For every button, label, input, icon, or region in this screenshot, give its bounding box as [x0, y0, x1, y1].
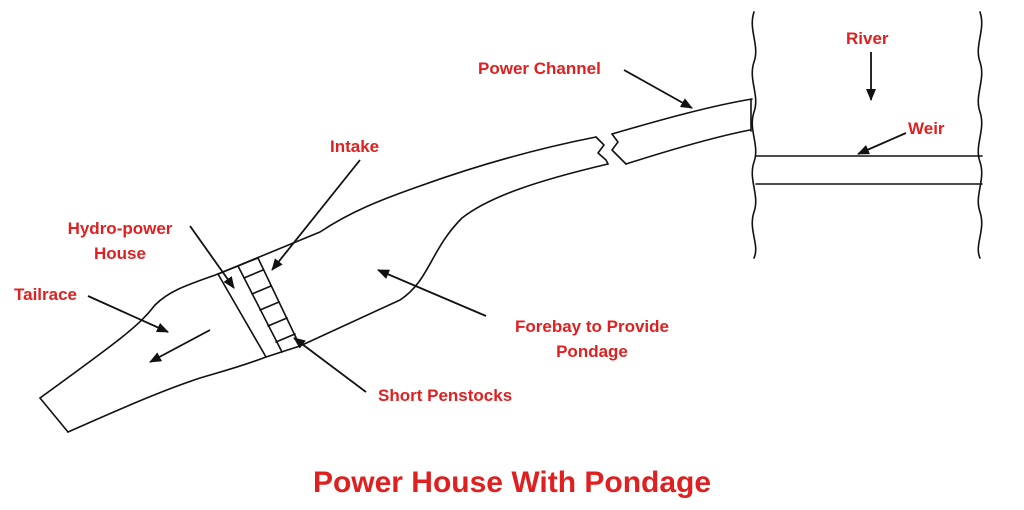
label-short-penstocks: Short Penstocks	[378, 386, 513, 405]
label-hydro-power-house-line1: Hydro-power	[67, 219, 173, 238]
river-right-bank	[977, 11, 983, 259]
penstock-bar-4	[267, 317, 288, 327]
forebay-upper-edge	[217, 136, 597, 275]
label-weir: Weir	[908, 119, 945, 138]
power-channel-upper-edge	[611, 98, 753, 135]
arrow-tailrace	[87, 295, 169, 333]
arrow-intake	[271, 159, 361, 271]
label-intake: Intake	[330, 137, 380, 156]
penstock-bar-5	[275, 333, 296, 343]
penstock-divider	[237, 265, 283, 353]
arrow-short-penstocks	[293, 337, 367, 393]
arrow-weir	[857, 132, 907, 155]
break-mark-right	[611, 133, 627, 165]
river-left-bank	[751, 11, 757, 259]
arrow-power-channel	[623, 69, 693, 109]
tailrace-lower-edge	[67, 356, 267, 433]
label-hydro-power-house-line2: House	[94, 244, 146, 263]
arrow-hydro-power-house	[189, 225, 235, 289]
diagram-title: Power House With Pondage	[312, 466, 712, 499]
arrow-forebay	[377, 269, 487, 317]
break-mark-left	[595, 136, 609, 165]
power-channel-lower-edge	[625, 129, 751, 165]
label-forebay-line1: Forebay to Provide	[515, 317, 669, 336]
label-forebay-line2: Pondage	[556, 342, 628, 361]
arrow-flow-tailrace	[149, 329, 211, 363]
label-power-channel: Power Channel	[478, 59, 601, 78]
label-river: River	[846, 29, 889, 48]
forebay-lower-edge	[299, 163, 609, 347]
tailrace-end	[39, 397, 69, 433]
tailrace-upper-edge	[39, 273, 219, 399]
penstock-bar-3	[259, 301, 280, 311]
penstock-bar-2	[251, 285, 272, 295]
penstock-bar-1	[243, 269, 264, 279]
label-tailrace: Tailrace	[14, 285, 78, 304]
